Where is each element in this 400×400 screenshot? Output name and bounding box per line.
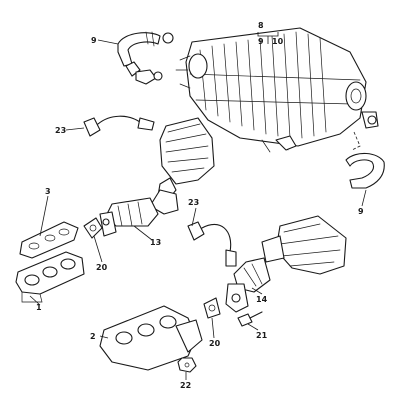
callout-9-right: 9	[358, 207, 364, 216]
oxygen-sensor-lower	[187, 221, 237, 267]
oxygen-sensor-upper	[83, 115, 155, 137]
callout-8: 8	[258, 21, 264, 30]
callout-21: 21	[256, 331, 268, 340]
gasket-3	[19, 221, 79, 259]
callout-3: 3	[45, 187, 51, 196]
callout-10: 10	[272, 37, 284, 46]
callout-13: 13	[150, 238, 161, 247]
callout-20-upper: 20	[96, 263, 108, 272]
lower-converter	[225, 215, 347, 313]
muffler-assembly	[175, 27, 367, 153]
upper-converter	[99, 117, 215, 237]
callout-23-upper: 23	[55, 126, 66, 135]
callout-9-top: 9	[258, 37, 264, 46]
callout-20-lower: 20	[209, 339, 221, 348]
leader-lines	[29, 32, 367, 380]
nut-22	[177, 357, 197, 373]
callout-labels: 8 9 10 9 9 23 23 3 1 20 13 14 20 21 2 22	[36, 21, 364, 390]
heat-shield-2	[99, 305, 203, 371]
callout-9-left: 9	[91, 36, 97, 45]
callout-23-lower: 23	[188, 198, 199, 207]
gasket-20-upper	[83, 217, 103, 239]
flange-1	[15, 251, 85, 303]
hose-right	[345, 111, 385, 189]
callout-1: 1	[36, 303, 42, 312]
hose-left	[117, 31, 174, 85]
bolt-21	[237, 311, 263, 327]
callout-2: 2	[90, 332, 96, 341]
callout-14: 14	[256, 295, 268, 304]
gasket-20-lower	[203, 297, 221, 319]
callout-22: 22	[180, 381, 191, 390]
